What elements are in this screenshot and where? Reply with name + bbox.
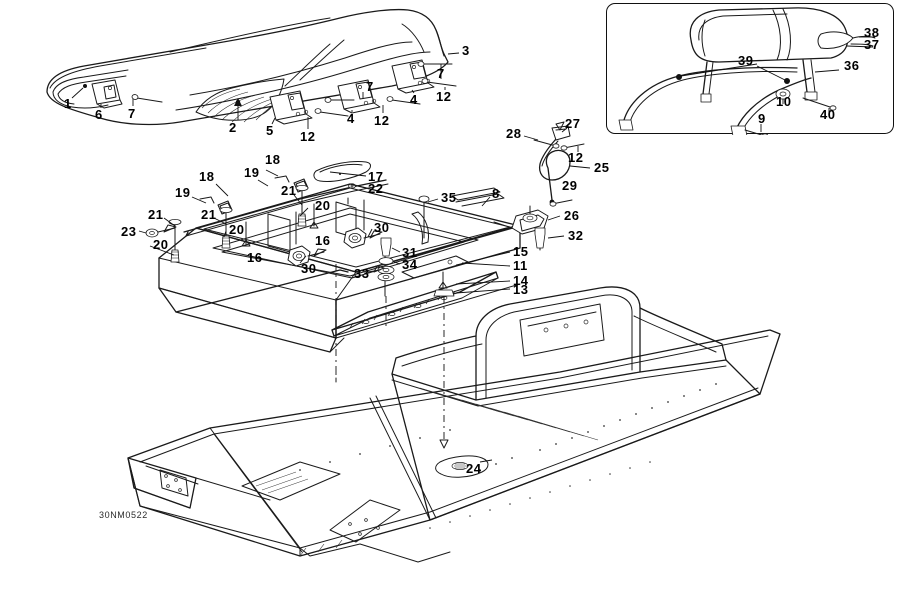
callout-21b: 21	[201, 207, 217, 222]
callout-leaders	[138, 135, 565, 294]
callout-15: 15	[513, 244, 529, 259]
drawing-code: 30NM0522	[99, 510, 148, 520]
callout-3: 3	[462, 43, 470, 58]
callout-28: 28	[506, 126, 522, 141]
callout-29: 29	[562, 178, 578, 193]
callout-18b: 18	[199, 169, 215, 184]
callout-7a: 7	[128, 106, 136, 121]
callout-31: 31	[402, 245, 418, 260]
callout-16a: 16	[315, 233, 331, 248]
callout-18a: 18	[265, 152, 281, 167]
seat-fastener-leaders	[71, 52, 460, 129]
callout-32: 32	[568, 228, 584, 243]
callout-30a: 30	[374, 220, 390, 235]
callout-24: 24	[466, 461, 482, 476]
callout-5: 5	[266, 123, 274, 138]
callout-12a: 12	[300, 129, 316, 144]
callout-4b: 4	[410, 92, 418, 107]
callout-23: 23	[121, 224, 137, 239]
callout-12b: 12	[374, 113, 390, 128]
backrest-detail-inset	[606, 3, 894, 135]
rail-fasteners	[145, 184, 309, 263]
seat-base-support-rail	[183, 161, 389, 237]
callout-14: 14	[513, 273, 529, 288]
callout-21c: 21	[148, 207, 164, 222]
callout-11: 11	[513, 258, 528, 273]
callout-19a: 19	[244, 165, 260, 180]
callout-10: 10	[776, 94, 792, 109]
callout-38: 38	[864, 25, 880, 40]
callout-35: 35	[441, 190, 457, 205]
callout-7c: 7	[437, 66, 445, 81]
callout-13: 13	[513, 282, 529, 297]
callout-20c: 20	[153, 237, 169, 252]
callout-21a: 21	[281, 183, 297, 198]
callout-22: 22	[368, 181, 384, 196]
callout-16b: 16	[247, 250, 263, 265]
callout-34: 34	[402, 257, 418, 272]
chassis-frame	[127, 286, 781, 563]
callout-6: 6	[95, 107, 103, 122]
callout-36: 36	[844, 58, 860, 73]
seat-mount-brackets	[91, 59, 435, 125]
callout-7b: 7	[366, 79, 374, 94]
seat-base-tray	[158, 183, 549, 353]
callout-27: 27	[565, 116, 581, 131]
callout-12c: 12	[436, 89, 452, 104]
callout-9: 9	[758, 111, 766, 126]
callout-20a: 20	[315, 198, 331, 213]
callout-25: 25	[594, 160, 610, 175]
seat-body	[46, 8, 449, 126]
callout-12d: 12	[568, 150, 584, 165]
callout-33: 33	[354, 266, 370, 281]
callout-17: 17	[368, 169, 384, 184]
assembly-axis-lines	[335, 264, 449, 449]
callout-20b: 20	[229, 222, 245, 237]
callout-40: 40	[820, 107, 836, 122]
callout-2: 2	[229, 120, 237, 135]
callout-8: 8	[492, 186, 500, 201]
inset-artwork	[618, 7, 876, 135]
callout-1: 1	[64, 96, 72, 111]
tether-cable-assembly	[533, 121, 591, 207]
callout-39: 39	[738, 53, 754, 68]
callout-37: 37	[864, 37, 880, 52]
callout-30b: 30	[301, 261, 317, 276]
callout-4a: 4	[347, 111, 355, 126]
callout-19b: 19	[175, 185, 191, 200]
callout-26: 26	[564, 208, 580, 223]
